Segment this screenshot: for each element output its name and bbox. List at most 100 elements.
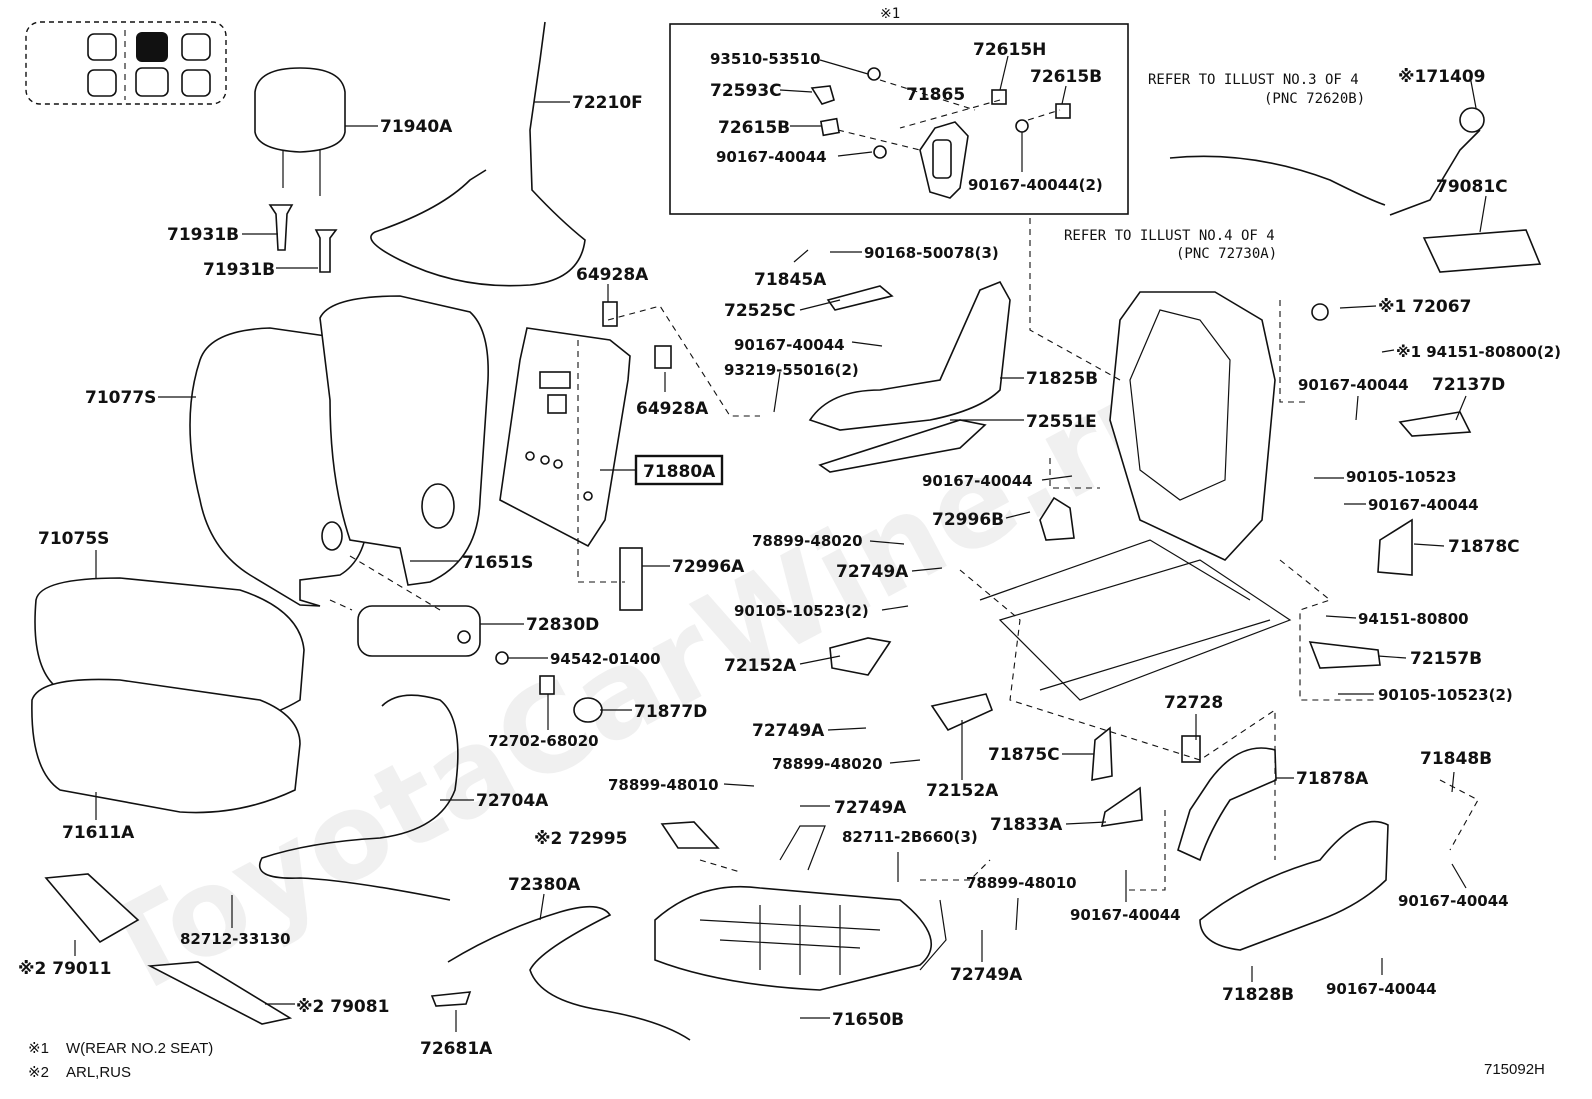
part-label: 90167-40044 (1368, 496, 1479, 514)
headrest (254, 67, 346, 273)
part-label: 72380A (508, 875, 581, 895)
part-label: 90167-40044 (922, 472, 1033, 490)
part-label: 72749A (752, 721, 825, 741)
part-label: 72137D (1432, 375, 1505, 395)
highlight-box (634, 454, 724, 486)
part-label: 82711-2B660(3) (842, 828, 978, 846)
part-label: 72996B (932, 510, 1004, 530)
part-label: 71825B (1026, 369, 1098, 389)
part-labels: 71940A 72210F 71931B 71931B 71077S 64928… (18, 40, 1561, 1059)
part-label: ※2 79081 (296, 997, 389, 1017)
footnotes: ※1 W(REAR NO.2 SEAT) ※2 ARL,RUS (28, 1040, 213, 1081)
part-label: 72615H (973, 40, 1046, 60)
part-label: ※2 79011 (18, 959, 111, 979)
part-label: 82712-33130 (180, 930, 291, 948)
dashed-leaders (329, 218, 1479, 891)
diagram-id: 715092H (1484, 1061, 1545, 1078)
part-label: 71878C (1448, 537, 1520, 557)
part-label: 78899-48010 (608, 776, 719, 794)
part-label: 90167-40044 (1398, 892, 1509, 910)
part-label: 71848B (1420, 749, 1492, 769)
part-label: 72525C (724, 301, 796, 321)
part-label: 71828B (1222, 985, 1294, 1005)
part-label: 72152A (926, 781, 999, 801)
part-label: 71077S (85, 388, 156, 408)
part-label: 71878A (1296, 769, 1369, 789)
part-label: 72830D (526, 615, 599, 635)
part-label: 72615B (718, 118, 790, 138)
part-label: 72681A (420, 1039, 493, 1059)
part-label: 72704A (476, 791, 549, 811)
footnote-mark: ※2 (28, 1064, 49, 1081)
seatback-cover (189, 295, 489, 607)
cushion-frame (654, 825, 947, 991)
part-label: 72210F (572, 93, 643, 113)
footnote-text: W(REAR NO.2 SEAT) (66, 1040, 213, 1057)
part-label: 78899-48020 (772, 755, 883, 773)
part-label: 90168-50078(3) (864, 244, 999, 262)
part-label: 90167-40044(2) (968, 176, 1103, 194)
part-label: 72702-68020 (488, 732, 599, 750)
part-label: 90167-40044 (1326, 980, 1437, 998)
part-label: 72749A (834, 798, 907, 818)
part-label: 90167-40044 (1298, 376, 1409, 394)
ref-note-line2: (PNC 72620B) (1264, 91, 1365, 107)
ref-note-line1: REFER TO ILLUST NO.4 OF 4 (1064, 228, 1275, 244)
part-label: 71651S (462, 553, 533, 573)
ref-note-line2: (PNC 72730A) (1176, 246, 1277, 262)
label-leaders (74, 55, 1487, 1032)
part-label: 64928A (576, 265, 649, 285)
part-label: 90105-10523(2) (734, 602, 869, 620)
part-label: 71611A (62, 823, 135, 843)
inset-box: ※1 (669, 6, 1129, 215)
part-label: 71845A (754, 270, 827, 290)
reference-notes: REFER TO ILLUST NO.3 OF 4 (PNC 72620B) R… (1064, 72, 1365, 262)
part-label: 79081C (1436, 177, 1508, 197)
part-label: 78899-48020 (752, 532, 863, 550)
part-label: 93219-55016(2) (724, 361, 859, 379)
part-label: 90105-10523 (1346, 468, 1457, 486)
part-label: 78899-48010 (966, 874, 1077, 892)
ref-note-line1: REFER TO ILLUST NO.3 OF 4 (1148, 72, 1359, 88)
footnote-text: ARL,RUS (66, 1064, 131, 1081)
part-label: 71931B (203, 260, 275, 280)
part-label: 72996A (672, 557, 745, 577)
seat-cushion (31, 577, 305, 814)
part-label: 71865 (906, 85, 965, 105)
part-label: 94151-80800 (1358, 610, 1469, 628)
part-label: 71875C (988, 745, 1060, 765)
part-label: 71833A (990, 815, 1063, 835)
part-label: 72593C (710, 81, 782, 101)
part-label: 72551E (1026, 412, 1097, 432)
seat-frame (979, 291, 1292, 701)
seat-position-indicator (25, 21, 227, 105)
part-label: 72157B (1410, 649, 1482, 669)
seat-shields (44, 229, 1542, 1025)
part-label: 71940A (380, 117, 453, 137)
armrest (357, 547, 643, 723)
part-label-highlighted: 71880A (643, 462, 716, 482)
part-label: 90105-10523(2) (1378, 686, 1513, 704)
part-label: 94542-01400 (550, 650, 661, 668)
part-label: ※1 94151-80800(2) (1396, 343, 1561, 361)
part-label: 90167-40044 (716, 148, 827, 166)
inset-marker: ※1 (880, 6, 900, 22)
part-label: ※2 72995 (534, 829, 627, 849)
part-label: 71931B (167, 225, 239, 245)
seatback-board (499, 301, 672, 548)
part-label: 71075S (38, 529, 109, 549)
part-label: 71877D (634, 702, 707, 722)
part-label: 90167-40044 (734, 336, 845, 354)
part-label: 72615B (1030, 67, 1102, 87)
part-label: 90167-40044 (1070, 906, 1181, 924)
part-label: 72152A (724, 656, 797, 676)
part-label: ※171409 (1398, 67, 1486, 87)
part-label: 71650B (832, 1010, 904, 1030)
part-label: 72749A (950, 965, 1023, 985)
part-label: 72749A (836, 562, 909, 582)
cables (258, 21, 1485, 1041)
part-label: 93510-53510 (710, 50, 821, 68)
part-label: 72728 (1164, 693, 1223, 713)
part-label: ※1 72067 (1378, 297, 1471, 317)
